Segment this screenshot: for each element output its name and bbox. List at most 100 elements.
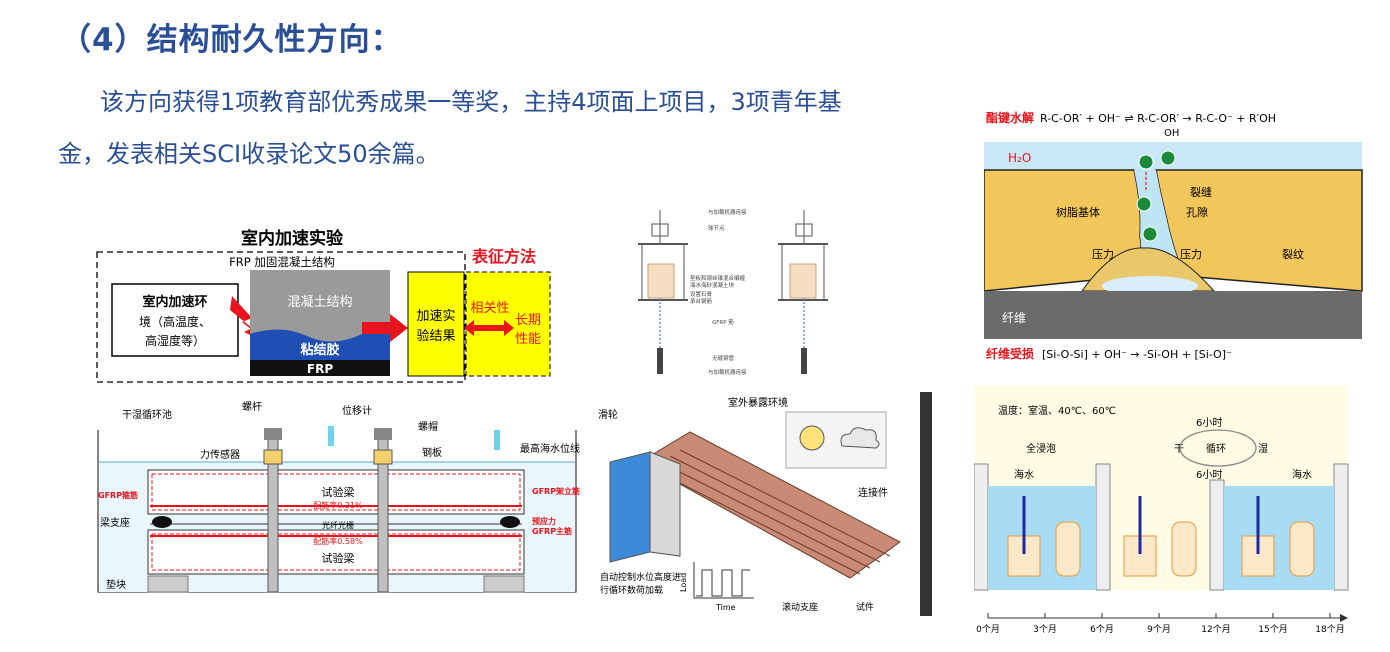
right-tube — [801, 348, 807, 374]
adhesive-label: 粘结胶 — [299, 342, 339, 358]
beam-bottom — [147, 529, 525, 575]
indoor-dashed-frame — [96, 251, 466, 383]
rack-line-2 — [659, 461, 871, 569]
right-joint — [795, 223, 813, 237]
time-label: Time — [715, 603, 736, 612]
full-immersion-label: 全浸泡 — [1026, 442, 1056, 455]
degradation-diagram: 酯键水解 R-C-OR′ + OH⁻ ⇌ R-C-OR′ → R-C-O⁻ + … — [984, 110, 1363, 361]
right-support — [500, 516, 520, 528]
right-concrete-block — [789, 263, 817, 299]
rack-line-4 — [679, 449, 891, 557]
six-hours-top-label: 6小时 — [1196, 417, 1222, 429]
gfrp-hanger-label: GFRP架立筋 — [532, 486, 580, 496]
fiber-damage-label: 纤维受损 — [986, 346, 1034, 361]
lightning-icon — [230, 296, 270, 344]
tank-3-water — [1224, 486, 1334, 590]
timeline-tick-label: 15个月 — [1258, 624, 1287, 635]
ratio-bottom-label: 配筋率0.58% — [313, 536, 363, 546]
timeline-tick-label: 12个月 — [1201, 624, 1230, 635]
frp-layer — [250, 360, 390, 376]
beam-test-diagram: 干湿循环池 螺杆 位移计 螺帽 力传感器 钢板 最高海水位线 试验梁 配筋率0.… — [97, 401, 580, 593]
fiber-layer — [984, 291, 1362, 339]
pressure-left-label: 压力 — [1092, 248, 1114, 261]
load-label: Load — [679, 573, 688, 592]
env-line-1: 室内加速环 — [142, 294, 207, 310]
ester-equation: R-C-OR′ + OH⁻ ⇌ R-C-OR′ → R-C-O⁻ + R′OH — [1040, 112, 1276, 125]
left-concrete-block — [647, 263, 675, 299]
summary-paragraph: 该方向获得1项教育部优秀成果一等奖，主持4项面上项目，3项青年基 金，发表相关S… — [58, 76, 958, 180]
indoor-title: 室内加速实验 — [241, 228, 344, 249]
dry-label: 干 — [1174, 444, 1184, 455]
fixture-label-9: 与加载机器连接 — [708, 368, 747, 376]
result-arrow-icon — [362, 314, 408, 342]
right-pad — [483, 575, 525, 593]
beam-support-label: 梁支座 — [100, 516, 130, 529]
frp-label: FRP — [307, 362, 333, 376]
rain-cloud-icon — [840, 427, 880, 449]
highest-water-label: 最高海水位线 — [520, 442, 580, 455]
auto-control-line-1: 自动控制水位高度进 — [600, 571, 681, 583]
oh-bubble-3 — [1136, 196, 1152, 212]
beam-rack — [638, 431, 901, 579]
frp-structure-label: FRP 加固混凝土结构 — [229, 255, 335, 269]
tank-wall-2 — [1095, 463, 1111, 591]
rack-line-3 — [669, 455, 881, 563]
oh-bubble-4 — [1142, 226, 1158, 242]
fiber-grating-label: 光纤光栅 — [322, 520, 354, 530]
load-cycle-graph — [696, 569, 750, 597]
oh-bubble-2 — [1160, 150, 1176, 166]
bottom-stirrups — [151, 533, 521, 571]
fixture-label-3: 垫板和钢丝锥混合编缠 — [690, 274, 746, 282]
longterm-line-1: 长期 — [515, 313, 541, 328]
env-line-2: 境（高温度、 — [139, 314, 211, 329]
correlation-label: 相关性 — [470, 301, 509, 316]
specimen-label: 试件 — [856, 601, 874, 613]
sea-left-label: 海水 — [1014, 468, 1034, 481]
outdoor-env-label: 室外暴露环境 — [728, 396, 788, 409]
fixture-label-8: 无缝钢管 — [712, 354, 735, 362]
water-tank-side — [649, 451, 681, 557]
pulley-label: 滑轮 — [598, 408, 618, 421]
concrete-label: 混凝土结构 — [287, 294, 352, 310]
rack-line-1 — [649, 467, 861, 575]
fixture-label-1: 与加载机器连接 — [708, 208, 747, 216]
longterm-line-2: 性能 — [515, 332, 541, 347]
connector-label: 连接件 — [858, 486, 888, 499]
outdoor-test-diagram: 室外暴露环境 滑轮 连接件 自动控制水位高度进 行循环数荷加载 Load Tim… — [598, 392, 932, 616]
specimen-cylinder-1 — [1055, 521, 1081, 577]
tank-wall-3 — [1209, 479, 1225, 591]
roller-label: 滚动支座 — [782, 601, 818, 613]
adhesive-layer — [250, 325, 391, 366]
tank-wall-right — [1333, 463, 1349, 591]
timeline-tick-label: 18个月 — [1315, 624, 1344, 635]
side-beam — [920, 392, 932, 616]
indoor-test-diagram: 室内加速实验 FRP 加固混凝土结构 室内加速环 境（高温度、 高湿度等） 混凝… — [96, 228, 551, 383]
double-arrow-icon — [464, 320, 514, 336]
left-force-sensor — [263, 449, 283, 465]
sea-right-label: 海水 — [1292, 468, 1312, 481]
water-tank-front — [609, 451, 651, 563]
prestress-line-2: GFRP主筋 — [532, 526, 572, 536]
fixture-label-5: 设置石膏 — [690, 290, 713, 298]
fiber-equation: [Si-O-Si] + OH⁻ → -Si-OH + [Si-O]⁻ — [1042, 348, 1232, 361]
force-sensor-label: 力传感器 — [200, 448, 240, 461]
pore-label: 孔隙 — [1186, 205, 1208, 219]
resin-label: 树脂基体 — [1056, 205, 1100, 219]
timeline-arrow-icon — [1340, 614, 1348, 622]
temperature-label: 温度：室温、40℃、60℃ — [998, 404, 1116, 417]
auto-control-line-2: 行循环数荷加载 — [600, 584, 663, 596]
page-title: （4）结构耐久性方向： — [60, 22, 403, 58]
left-joint — [651, 223, 669, 237]
test-beam-top-label: 试验梁 — [322, 485, 355, 499]
displacement-label: 位移计 — [342, 404, 372, 417]
fixture-label-4: 海水海砂混凝土块 — [690, 281, 735, 289]
wet-label: 湿 — [1258, 443, 1268, 455]
right-force-sensor — [373, 449, 393, 465]
ratio-top-label: 配筋率0.21% — [313, 500, 363, 510]
six-hours-bottom-label: 6小时 — [1196, 469, 1222, 481]
summary-line-2: 金，发表相关SCI收录论文50余篇。 — [58, 140, 440, 168]
screw-label: 螺杆 — [242, 401, 262, 413]
timeline-tick-label: 6个月 — [1090, 624, 1114, 635]
cycle-pool-label: 干湿循环池 — [122, 408, 172, 421]
top-stirrups — [151, 473, 521, 511]
